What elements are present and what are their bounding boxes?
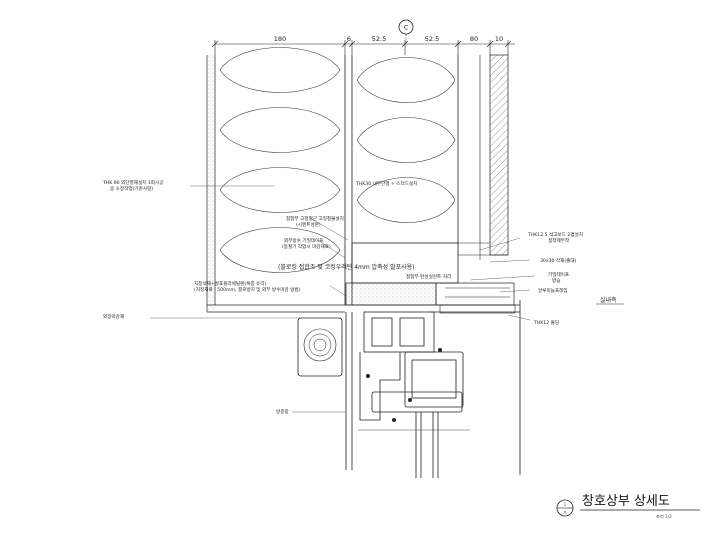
drawing-scale: 축척 1/2 (656, 513, 672, 520)
note-right-mid: 30x30 각재(졸대) (540, 257, 577, 264)
note-right-c-2: 방습 (552, 277, 560, 284)
note-band: (블로킹 접합조 및 코킹우레탄 4mm 압축성 발포사용) (278, 263, 415, 271)
note-right-e: THK12 몰딩 (533, 319, 559, 326)
note-left-top-2: 옹 소정작업(기준사항) (110, 185, 153, 192)
dim-6: 10 (495, 35, 503, 43)
note-right-top-1: THK12.5 석고보드 2겹설치 (527, 231, 583, 238)
dimension-chain: 180 6 52.5 52.5 80 10 (211, 35, 515, 55)
grid-marker-label: C (404, 24, 409, 32)
insulation-right (356, 55, 459, 243)
window-frame-profile (297, 311, 470, 478)
note-low-b: (지정재료 - 500mm, 결로방지 및 외부 방수마감 방법) (194, 286, 301, 293)
drawing-title-block: 1 A 창호상부 상세도 축척 1/2 (556, 494, 700, 520)
note-center-b-2: (동절기 작업시 마감재료) (282, 243, 331, 250)
dim-4: 52.5 (425, 35, 439, 43)
drawing-title: 창호상부 상세도 (582, 494, 670, 509)
dim-2: 6 (347, 35, 351, 43)
note-center-right: THK30 내부단열 + 스터드설치 (355, 180, 417, 187)
title-badge-bottom: A (564, 510, 567, 515)
note-right-d: 알루미늄프레임 (538, 287, 568, 294)
note-right-room: 실내측 (600, 296, 617, 304)
note-center-a-2: (시멘트성분) (296, 221, 321, 228)
glazing-seals (366, 348, 442, 422)
exterior-finish-layer (206, 55, 216, 312)
note-low-a: 지정석재+발포폴리에틸렌(복층 유리) (194, 280, 266, 287)
interior-wall (458, 54, 509, 260)
note-center-a-1: 접합부 고정철근 고정철물설치 (286, 215, 344, 222)
note-right-top-2: 접착제부착 (548, 237, 570, 244)
note-left-mid: 외장마감재 (103, 313, 124, 320)
note-left-top-1: THK 90 외단열재설치 1회시공 (102, 179, 163, 186)
grid-marker: C (398, 19, 414, 42)
note-band-sub: 접합부 탄성실란트 처리 (406, 273, 451, 280)
dim-5: 80 (470, 35, 478, 43)
note-left-low: 방충망 (276, 408, 289, 415)
leader-lines (150, 185, 536, 413)
note-right-c-1: 기밀테이프 (548, 271, 569, 278)
dim-1: 180 (274, 35, 286, 43)
lintel-band (207, 242, 520, 314)
notes: THK 90 외단열재설치 1회시공 옹 소정작업(기준사항) THK30 내부… (102, 179, 617, 415)
title-badge-top: 1 (564, 502, 567, 507)
insulation-left (219, 47, 346, 305)
dim-3: 52.5 (372, 35, 386, 43)
note-center-b-1: 외부방수 기밀테이프 (284, 237, 324, 244)
